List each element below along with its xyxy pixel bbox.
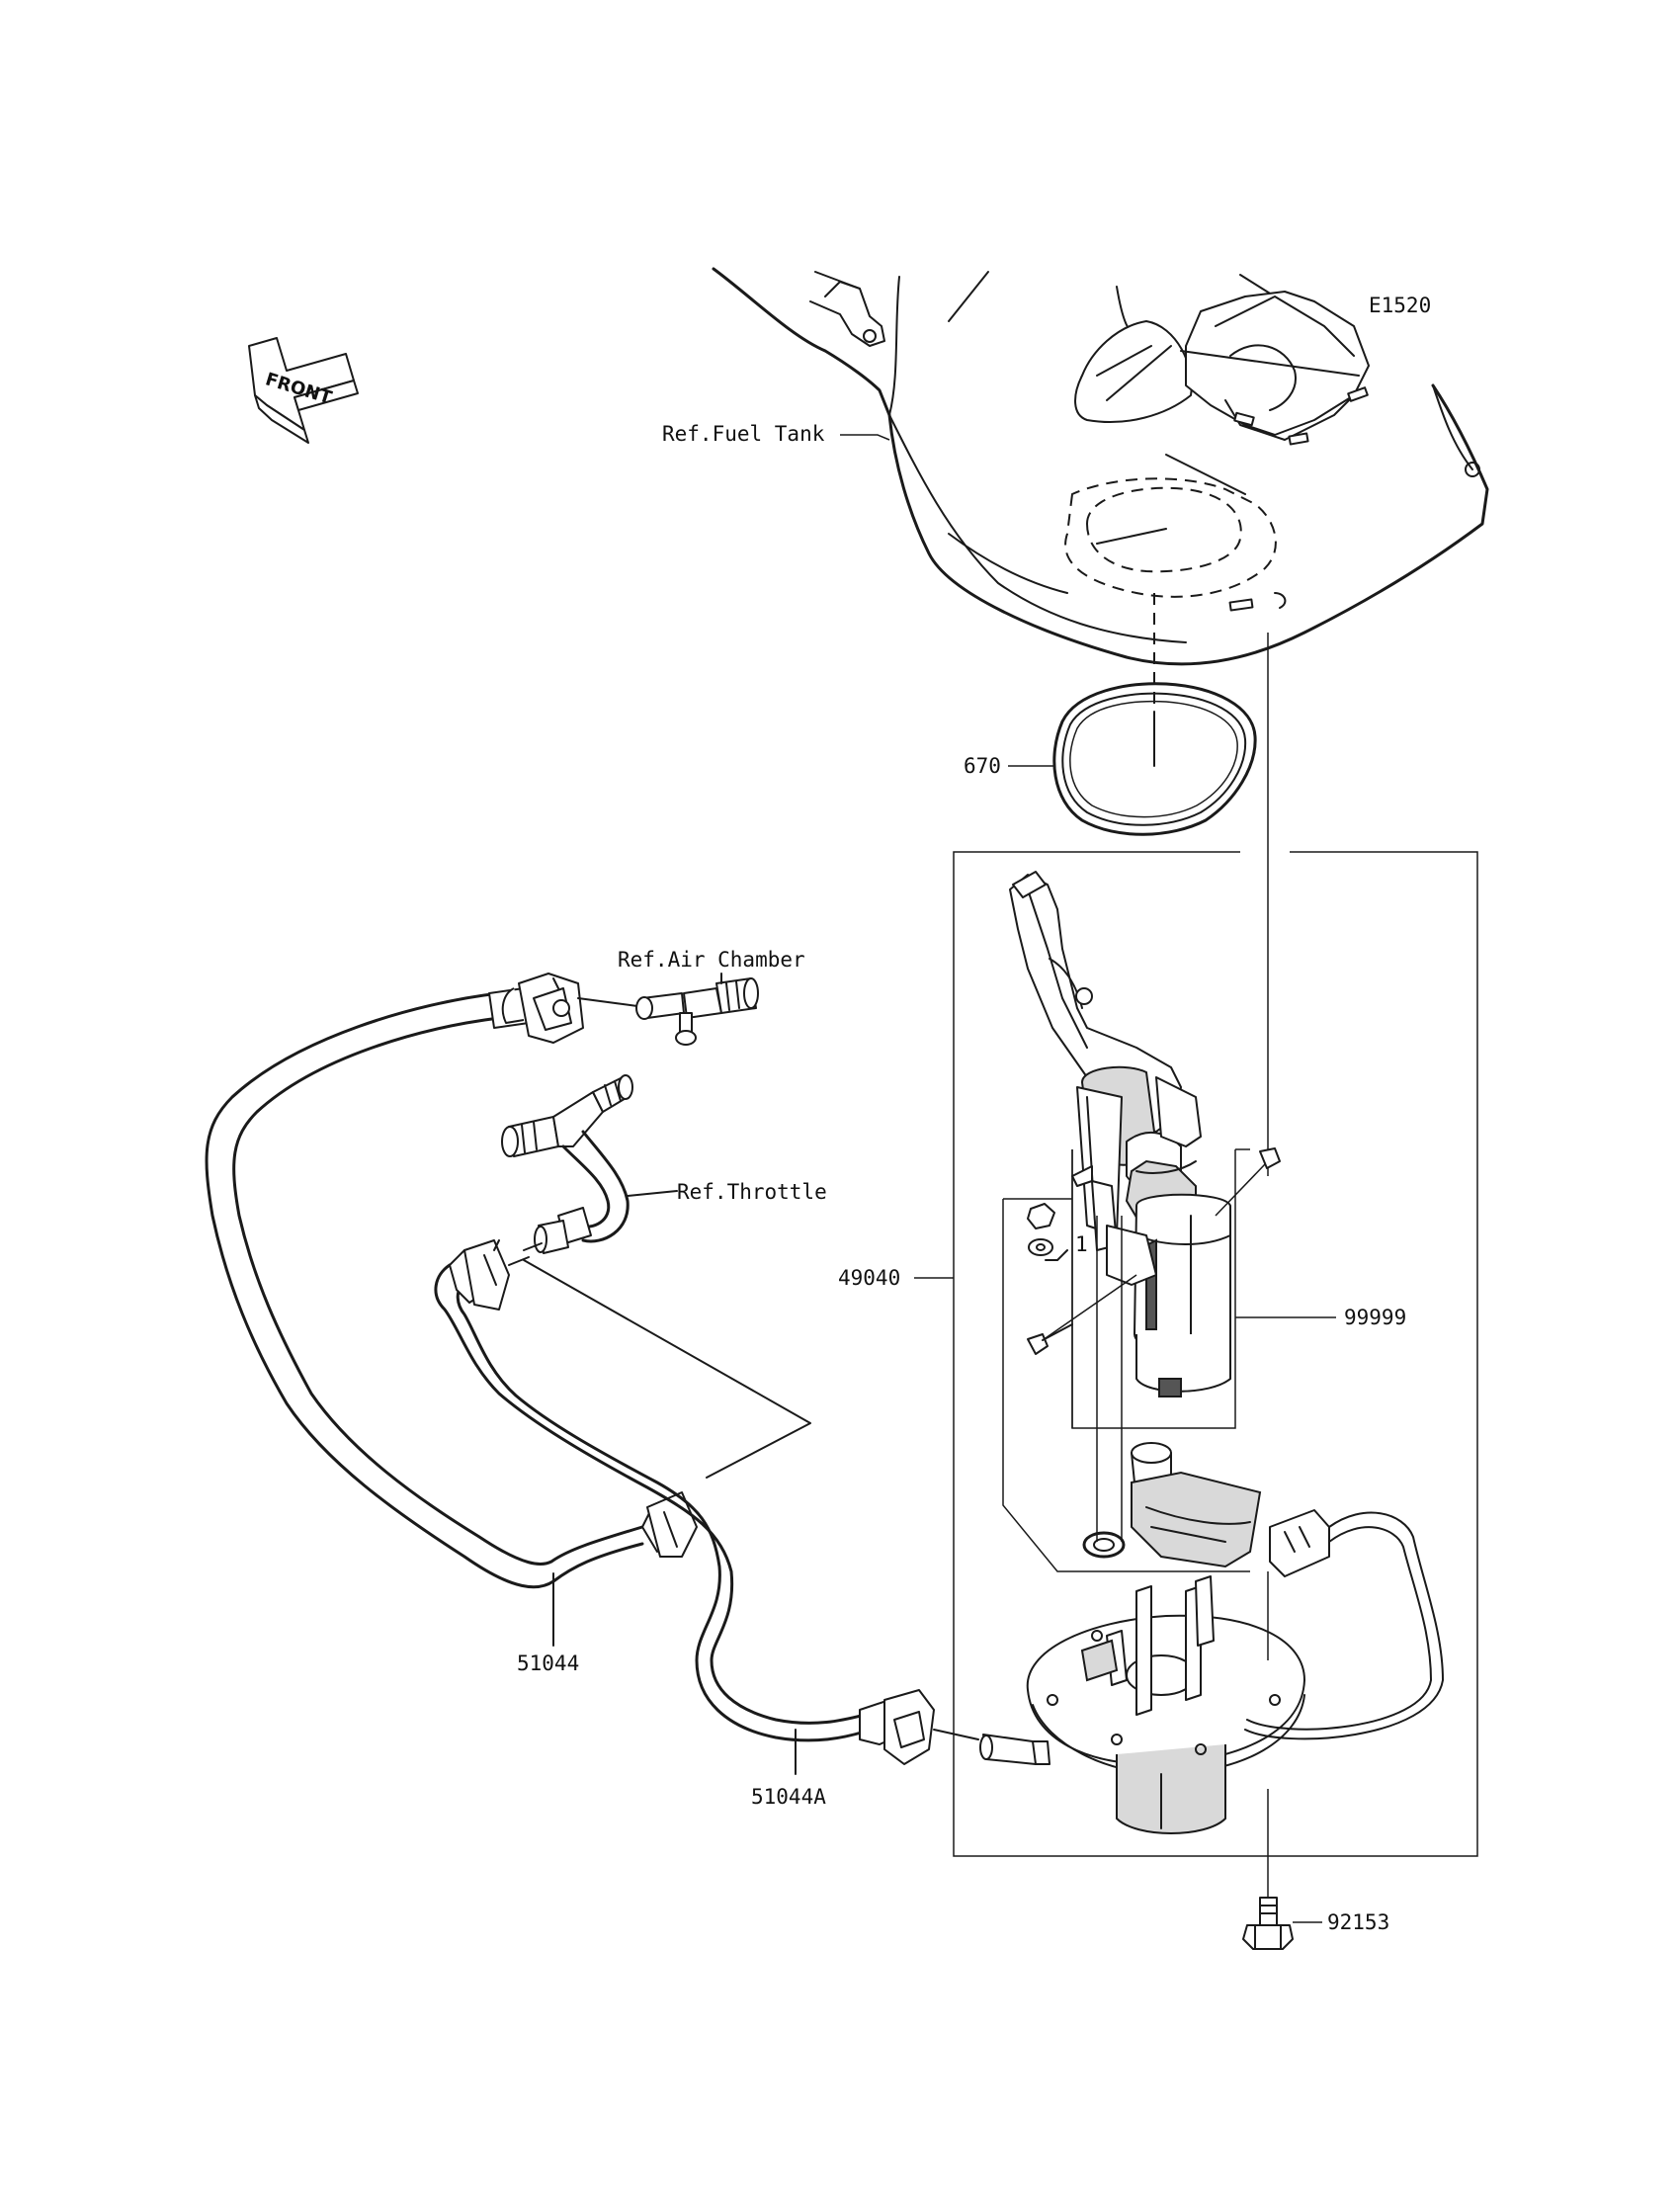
o-ring-seal: [1082, 1531, 1126, 1559]
hose-a-part-number: 51044A: [751, 1785, 826, 1809]
bolt-part-number: 92153: [1327, 1910, 1389, 1934]
fuel-tank-reference: E1520: [712, 267, 1489, 666]
hardware-small-parts: 1: [1027, 1147, 1281, 1542]
gasket-part-number: 670: [964, 754, 1001, 778]
sub-frame: [1002, 1199, 1250, 1572]
fuel-pump-assembly-frame: 49040: [838, 851, 1478, 1857]
kit-frame: 99999: [1071, 1148, 1406, 1429]
pump-electrical-connector: [1244, 1509, 1444, 1740]
fuel-outlet-pipe: [979, 1734, 1050, 1765]
fuel-strainer: [1131, 1442, 1262, 1568]
section-code-label: E1520: [1369, 294, 1431, 317]
gasket-callout: 670: [964, 754, 1055, 778]
fuel-pump-module: [1009, 871, 1231, 1397]
hose-main-part-number: 51044: [517, 1652, 579, 1675]
fuel-tank-callout: Ref.Fuel Tank: [662, 422, 890, 446]
throttle-t-fitting: Ref.Throttle: [501, 1074, 827, 1254]
step-mark-label: 1: [1075, 1232, 1088, 1256]
fuel-hose-51044a: 51044A: [434, 1239, 979, 1809]
gasket-ring: [1052, 682, 1257, 836]
front-direction-arrow: FRONT: [248, 337, 359, 444]
kit-part-number: 99999: [1344, 1306, 1406, 1329]
throttle-guide-line: [523, 1259, 811, 1479]
fuel-pump-part-number: 49040: [838, 1266, 900, 1290]
throttle-label: Ref.Throttle: [677, 1180, 827, 1204]
air-chamber-fitting: Ref.Air Chamber: [618, 948, 805, 1046]
pump-flange-base: [1026, 1575, 1305, 1834]
air-chamber-label: Ref.Air Chamber: [618, 948, 805, 972]
fuel-tank-label: Ref.Fuel Tank: [662, 422, 825, 446]
mounting-bolt: 92153: [1242, 1789, 1389, 1950]
